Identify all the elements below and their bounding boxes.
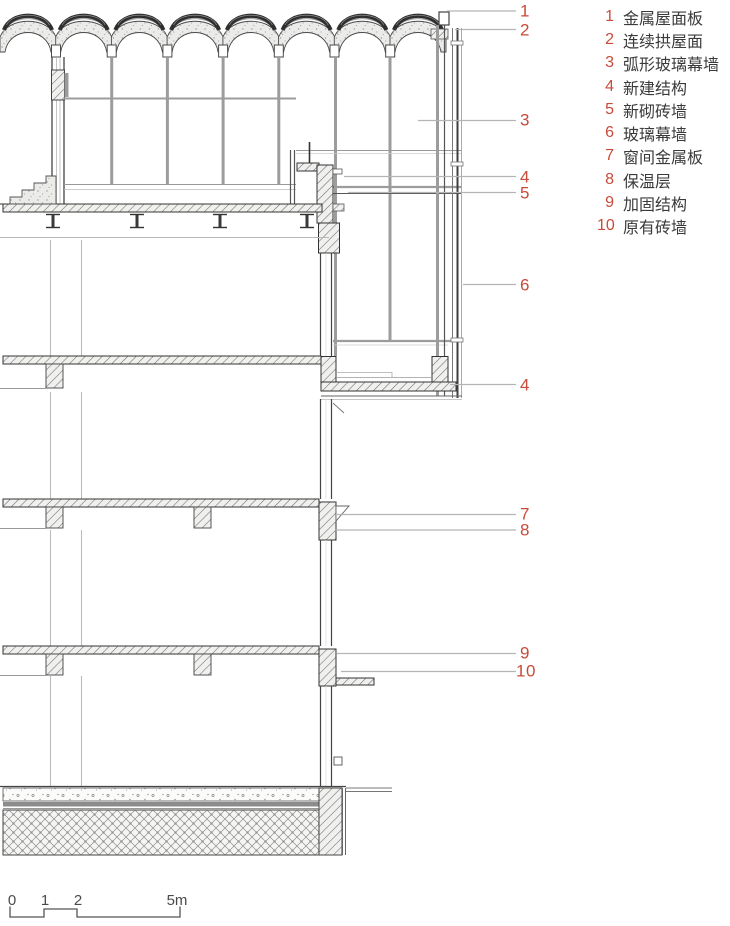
legend-label: 加固结构 — [623, 197, 688, 215]
trough-bottom — [320, 381, 457, 392]
callout-8: 8 — [520, 520, 530, 540]
floor-slab-4 — [0, 645, 375, 687]
legend-label: 玻璃幕墙 — [623, 127, 688, 145]
stepped-curb — [9, 175, 57, 205]
legend-item: 9 加固结构 — [597, 191, 719, 214]
legend-item: 2 连续拱屋面 — [597, 28, 719, 51]
facade-wall-l3 — [319, 540, 333, 646]
leader-lines — [335, 10, 516, 673]
callout-5: 5 — [520, 183, 530, 203]
legend-item: 3 弧形玻璃幕墙 — [597, 52, 719, 75]
legend-num: 4 — [605, 77, 614, 95]
legend-label: 新建结构 — [623, 80, 688, 98]
reinforced-pier — [318, 648, 337, 687]
legend-label: 弧形玻璃幕墙 — [623, 57, 720, 75]
legend-item: 5 新砌砖墙 — [597, 98, 719, 121]
legend-label: 新砌砖墙 — [623, 103, 688, 121]
legend-num: 3 — [605, 54, 614, 72]
legend-num: 9 — [605, 194, 614, 212]
callout-7: 7 — [520, 504, 530, 524]
subgrade-mass — [2, 809, 320, 856]
scale-label-5m: 5m — [166, 892, 188, 909]
legend-num: 5 — [605, 100, 614, 118]
legend-item: 7 窗间金属板 — [597, 145, 719, 168]
canopy-ledge — [335, 677, 375, 686]
interior-grid-lines — [49, 240, 83, 786]
scale-label-2: 2 — [73, 892, 83, 909]
wall-footing — [318, 787, 343, 856]
legend-num: 2 — [605, 30, 614, 48]
legend: 1 金属屋面板 2 连续拱屋面 3 弧形玻璃幕墙 4 新建结构 5 新砌砖墙 6… — [597, 5, 719, 238]
floor-slab-2 — [0, 355, 462, 414]
scale-label-0: 0 — [7, 892, 17, 909]
legend-item: 10 原有砖墙 — [597, 215, 719, 238]
membrane-layer — [3, 802, 319, 807]
arched-roof-vaults — [0, 15, 446, 58]
ground-slab — [0, 785, 392, 856]
legend-label: 原有砖墙 — [623, 220, 688, 238]
callout-4: 4 — [520, 167, 530, 187]
floor-slab-1 — [0, 175, 329, 238]
callout-3: 3 — [520, 110, 530, 130]
legend-item: 1 金属屋面板 — [597, 5, 719, 28]
facade-wall-l2 — [319, 399, 333, 499]
scale-label-1: 1 — [40, 892, 50, 909]
scale-bar — [9, 906, 181, 918]
legend-num: 1 — [605, 7, 614, 25]
clerestory-glazing — [64, 57, 296, 204]
legend-item: 6 玻璃幕墙 — [597, 121, 719, 144]
floor-slab-3 — [0, 498, 350, 541]
legend-num: 7 — [605, 147, 614, 165]
legend-label: 保温层 — [623, 173, 672, 191]
callout-6: 6 — [520, 275, 530, 295]
callout-10: 10 — [516, 661, 536, 681]
legend-item: 4 新建结构 — [597, 75, 719, 98]
legend-num: 8 — [605, 170, 614, 188]
legend-label: 窗间金属板 — [623, 150, 704, 168]
callout-1: 1 — [520, 1, 530, 21]
facade-wall-l4 — [319, 686, 343, 786]
callout-2: 2 — [520, 20, 530, 40]
spandrel-pier — [318, 501, 337, 541]
legend-label: 连续拱屋面 — [623, 33, 704, 51]
legend-item: 8 保温层 — [597, 168, 719, 191]
legend-num: 10 — [597, 217, 615, 235]
callout-9: 9 — [520, 643, 530, 663]
callout-4b: 4 — [520, 375, 530, 395]
legend-label: 金属屋面板 — [623, 10, 704, 28]
legend-num: 6 — [605, 124, 614, 142]
screed-layer — [2, 787, 320, 802]
